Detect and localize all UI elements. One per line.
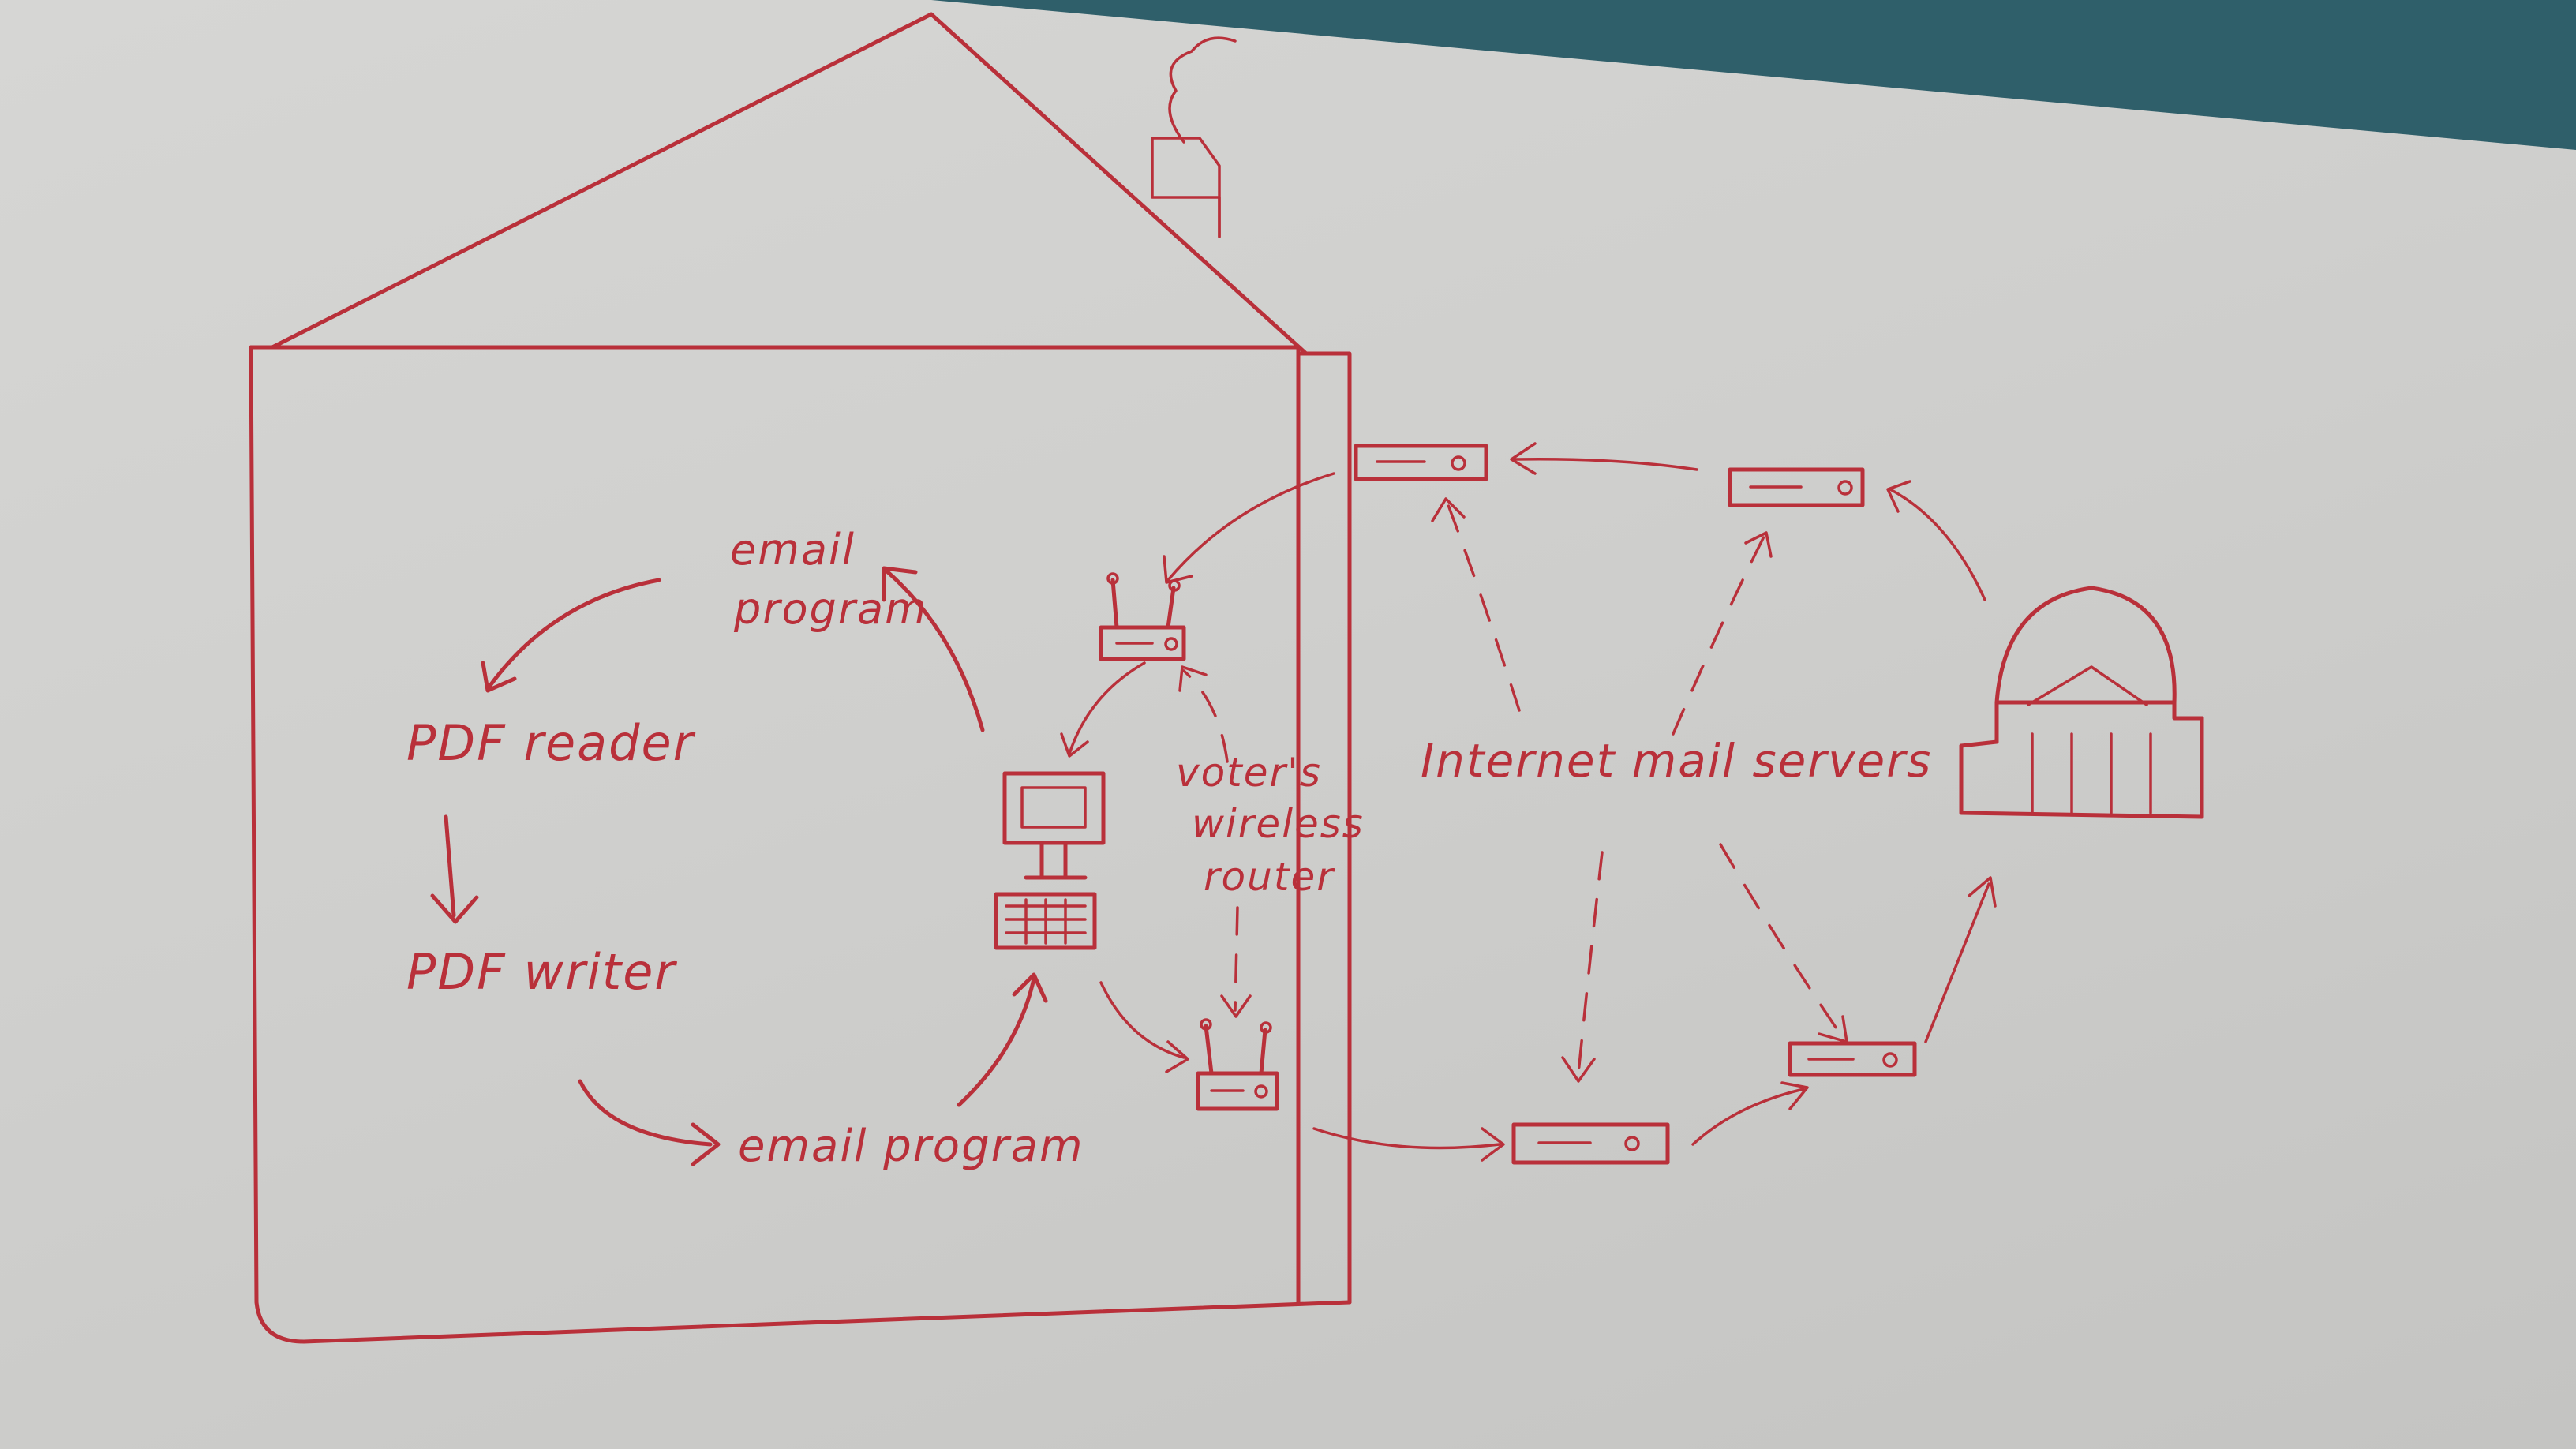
pdf-flow-arrows: [430, 566, 1048, 1166]
pdf-reader-label: PDF reader: [406, 714, 695, 772]
election-office-building: [1959, 586, 2204, 819]
router-lower: [1196, 1018, 1279, 1111]
mail-server-top-right: [1728, 467, 1865, 507]
mail-server-bottom-right: [1788, 1041, 1917, 1077]
email-program-top-line1: email: [730, 525, 856, 575]
pdf-writer-label: PDF writer: [406, 943, 676, 1001]
router-label-line1: voter's: [1176, 750, 1322, 796]
router-label-line2: wireless: [1192, 801, 1365, 847]
internet-mail-servers-label: Internet mail servers: [1421, 734, 1933, 788]
voter-computer: [994, 771, 1106, 950]
mail-server-top-left: [1354, 444, 1488, 481]
email-program-bottom-label: email program: [738, 1121, 1084, 1172]
router-upper: [1099, 572, 1186, 661]
home-network-arrows: [1060, 472, 1335, 1073]
internet-arrows: [1312, 442, 1997, 1162]
mail-server-bottom-left: [1511, 1122, 1670, 1165]
router-label-line3: router: [1204, 854, 1335, 900]
house: [249, 12, 1352, 1344]
backdrop-wall: [931, 0, 2576, 150]
email-program-top-line2: program: [734, 584, 928, 634]
